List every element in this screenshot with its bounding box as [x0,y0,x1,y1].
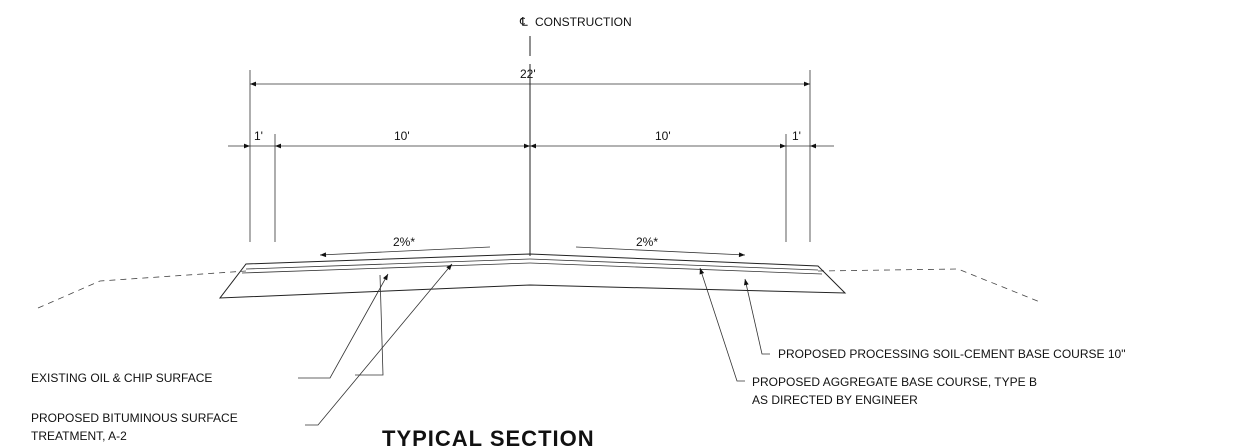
soil-cement-label: PROPOSED PROCESSING SOIL-CEMENT BASE COU… [778,347,1125,361]
lane-dimensions: 1' 10' 10' 1' [228,129,834,242]
existing-surface-label: EXISTING OIL & CHIP SURFACE [31,371,212,385]
aggregate-label-line1: PROPOSED AGGREGATE BASE COURSE, TYPE B [752,375,1037,389]
total-width-label: 22' [520,67,536,81]
left-shoulder-dim: 1' [254,129,263,143]
right-shoulder-dim: 1' [792,129,801,143]
left-slope-label: 2%* [393,235,415,249]
total-width-dimension: 22' [249,67,811,242]
right-slope-label: 2%* [636,235,658,249]
right-lane-dim: 10' [655,129,671,143]
aggregate-label-line2: AS DIRECTED BY ENGINEER [752,393,918,407]
centerline-label: CONSTRUCTION [535,15,632,29]
existing-ground-left [37,270,247,309]
existing-ground-right [817,268,1041,303]
slope-arrows: 2%* 2%* [319,235,746,258]
bituminous-label-line1: PROPOSED BITUMINOUS SURFACE [31,411,238,425]
leader-lines [298,263,770,426]
pavement-section [218,253,847,299]
centerline-symbol: ℄ [519,15,528,29]
left-lane-dim: 10' [394,129,410,143]
bituminous-label-line2: TREATMENT, A-2 [31,429,127,443]
drawing-title: TYPICAL SECTION [382,426,595,447]
